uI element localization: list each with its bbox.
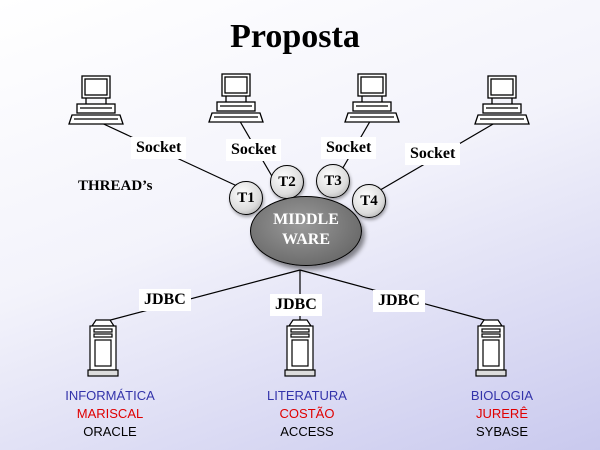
jdbc-label-3: JDBC (373, 290, 425, 312)
jdbc-label-1: JDBC (139, 289, 191, 311)
client-computer-1 (68, 75, 124, 125)
database-name: BIOLOGIA (470, 388, 534, 403)
database-server-3 (475, 319, 507, 377)
database-name: INFORMÁTICA (65, 388, 155, 403)
database-engine: ORACLE (83, 424, 137, 439)
socket-label-1: Socket (131, 137, 187, 159)
client-computer-4 (474, 75, 530, 125)
thread-t2: T2 (270, 165, 304, 199)
socket-label-4: Socket (405, 143, 461, 165)
database-server-1 (87, 319, 119, 377)
thread-t1: T1 (229, 181, 263, 215)
thread-t4: T4 (352, 184, 386, 218)
database-info-1: INFORMÁTICA MARISCAL ORACLE (25, 387, 195, 441)
database-server-2 (284, 319, 316, 377)
server-tower-icon (475, 319, 507, 377)
middleware-line2: WARE (281, 231, 330, 248)
database-place: MARISCAL (76, 406, 144, 421)
line-server1 (102, 269, 301, 323)
page-title: Proposta (230, 18, 360, 55)
database-name: LITERATURA (267, 388, 347, 403)
desktop-computer-icon (474, 75, 530, 125)
client-computer-3 (344, 73, 400, 123)
desktop-computer-icon (344, 73, 400, 123)
middleware-line1: MIDDLE (273, 211, 339, 228)
thread-t3: T3 (316, 164, 350, 198)
threads-label: THREAD’s (78, 178, 153, 194)
client-computer-2 (208, 73, 264, 123)
database-place: COSTÃO (279, 406, 335, 421)
desktop-computer-icon (208, 73, 264, 123)
server-tower-icon (87, 319, 119, 377)
database-engine: SYBASE (475, 424, 529, 439)
desktop-computer-icon (68, 75, 124, 125)
database-info-3: BIOLOGIA JURERÊ SYBASE (417, 387, 587, 441)
database-info-2: LITERATURA COSTÃO ACCESS (222, 387, 392, 441)
socket-label-2: Socket (226, 139, 282, 161)
socket-label-3: Socket (321, 137, 377, 159)
server-tower-icon (284, 319, 316, 377)
database-place: JURERÊ (475, 406, 528, 421)
jdbc-label-2: JDBC (270, 294, 322, 316)
database-engine: ACCESS (280, 424, 334, 439)
middleware-node: MIDDLE WARE (250, 196, 362, 266)
